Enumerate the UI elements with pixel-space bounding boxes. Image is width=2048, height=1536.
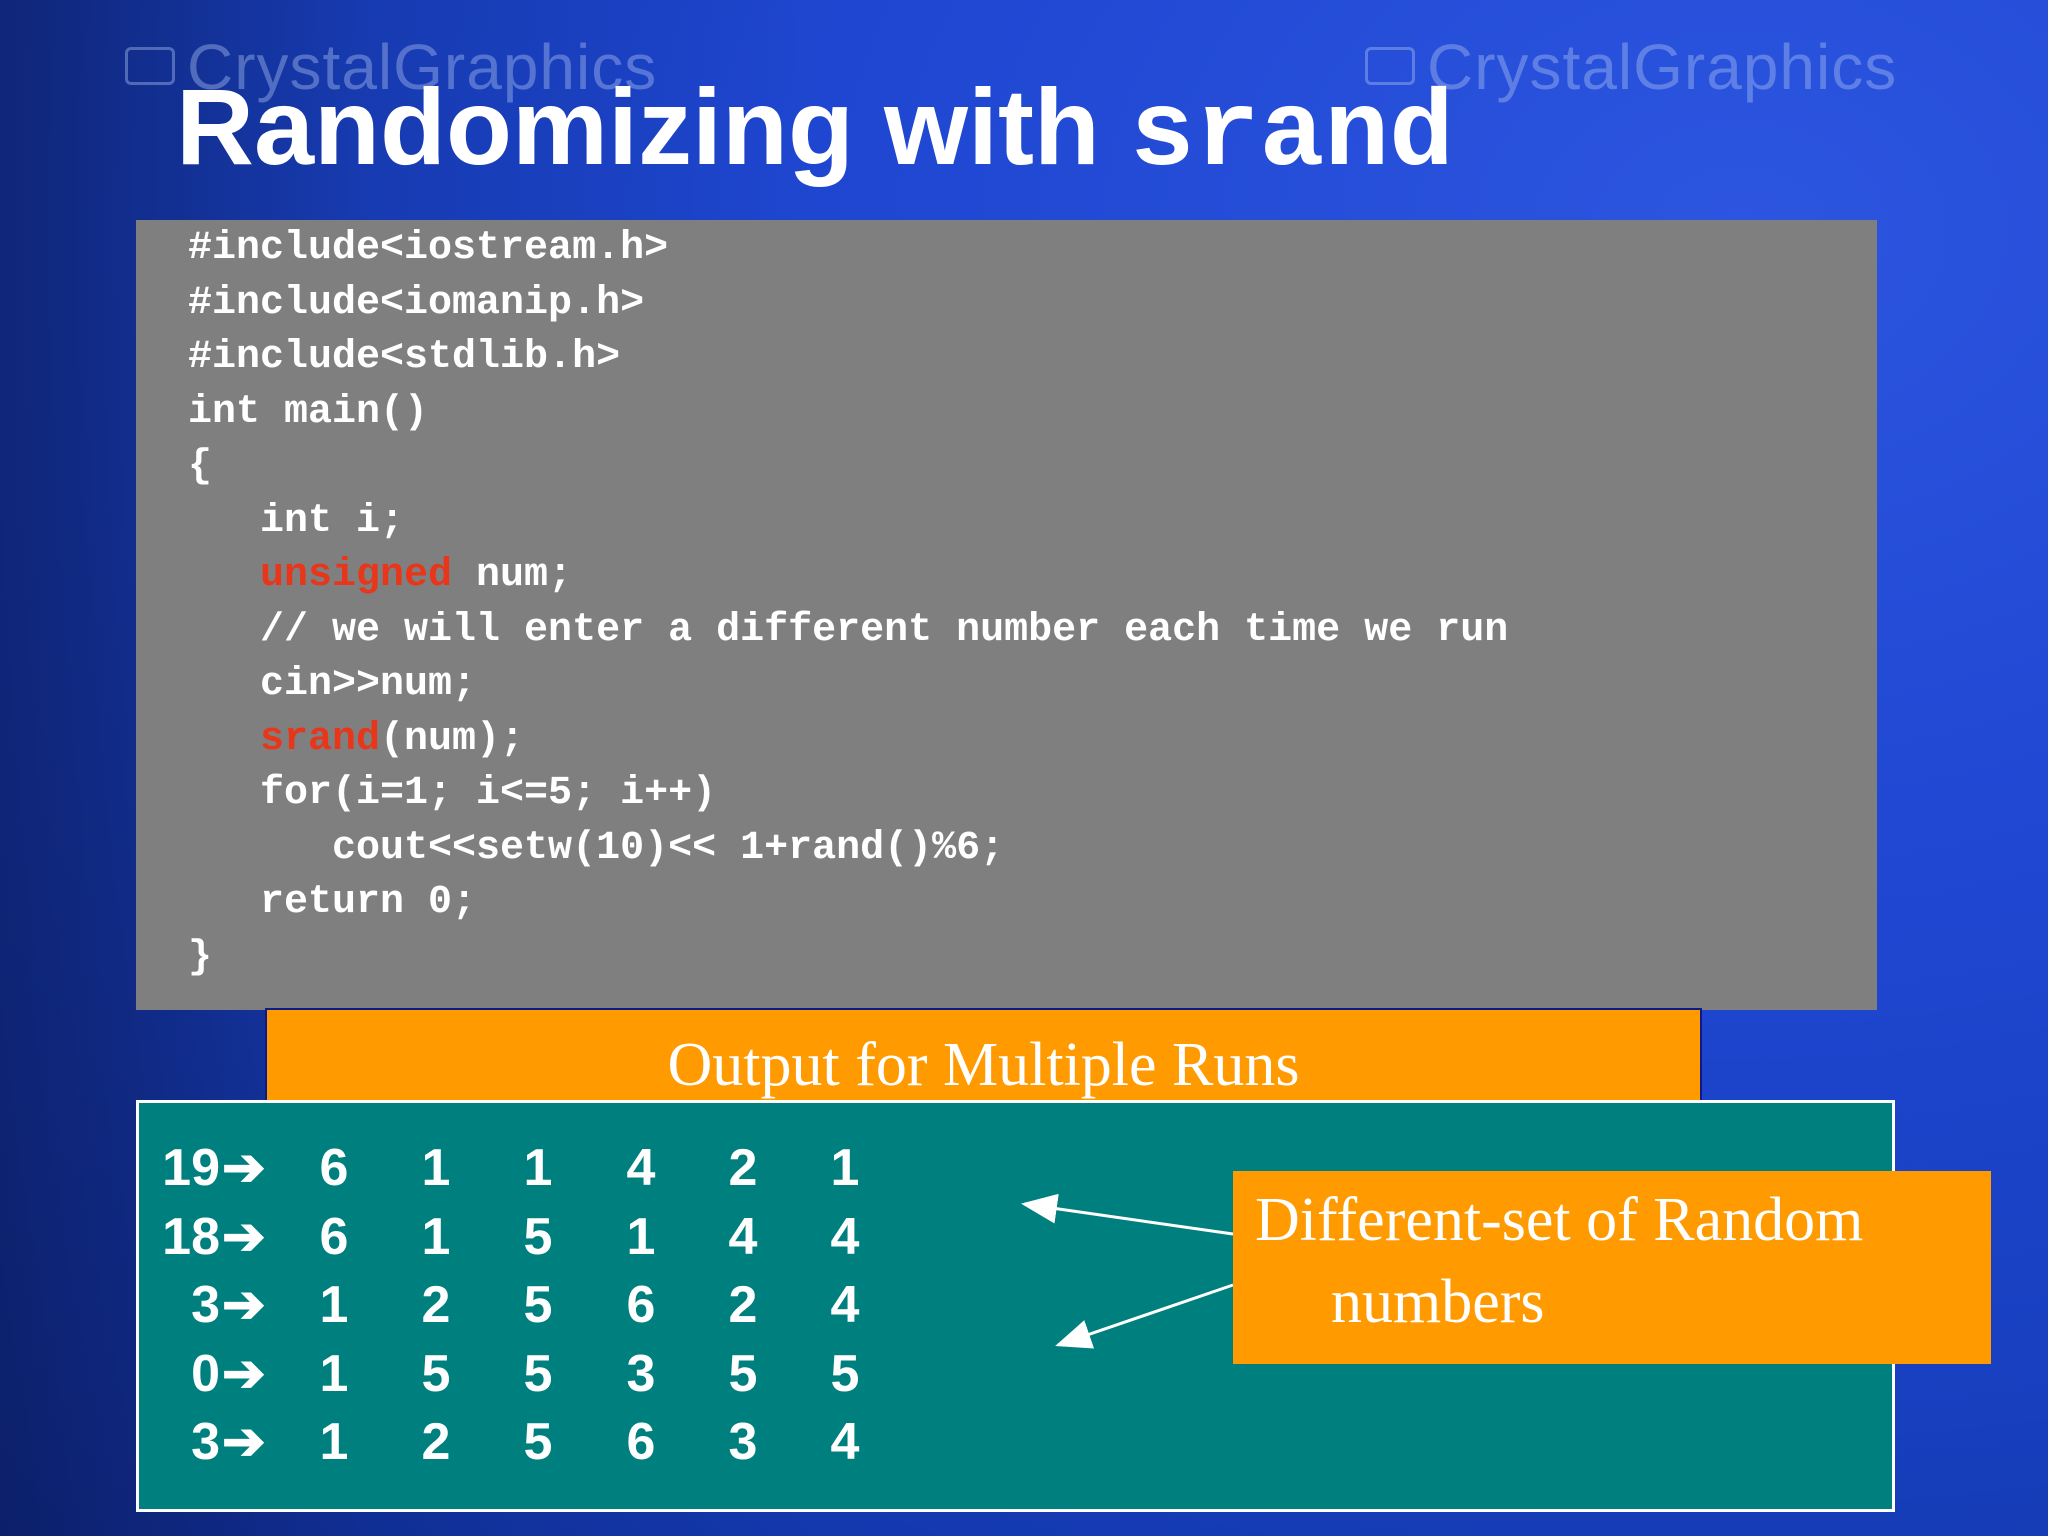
callout-arrow-upper	[1021, 1193, 1234, 1236]
code-line: int i;	[188, 495, 1508, 550]
run-value: 4	[830, 1207, 860, 1266]
code-text: int i;	[188, 498, 405, 544]
run-value: 2	[728, 1276, 758, 1334]
run-value: 5	[523, 1344, 553, 1403]
code-keyword: unsigned	[260, 553, 453, 598]
code-text: {	[188, 444, 213, 489]
code-keyword: srand	[260, 716, 381, 762]
run-value: 6	[319, 1139, 349, 1197]
code-line: cout<<setw(10)<< 1+rand()%6;	[188, 822, 1508, 877]
run-value: 1	[319, 1276, 349, 1334]
code-block: #include<iostream.h> #include<iomanip.h> #…	[188, 222, 1508, 985]
code-text: cin>>num;	[188, 662, 477, 707]
run-seed: 18	[162, 1207, 220, 1266]
run-seed: 3	[191, 1276, 220, 1334]
code-text: (num);	[380, 716, 525, 762]
run-value: 4	[830, 1413, 860, 1471]
run-value: 5	[421, 1344, 451, 1403]
run-value: 4	[830, 1276, 860, 1334]
run-value: 1	[523, 1139, 553, 1197]
code-line: }	[188, 931, 1508, 986]
run-value: 5	[523, 1276, 553, 1334]
run-value: 6	[319, 1207, 349, 1266]
callout-line-1: Different-set of Random	[1255, 1186, 1864, 1254]
code-text: int main()	[188, 389, 429, 435]
code-text: for(i=1; i<=5; i++)	[188, 771, 717, 816]
run-value: 5	[728, 1344, 758, 1403]
code-text: #include<stdlib.h>	[188, 335, 621, 380]
code-line: #include<stdlib.h>	[188, 331, 1508, 386]
run-value: 1	[319, 1344, 349, 1403]
code-text: cout<<setw(10)<< 1+rand()%6;	[188, 825, 1005, 871]
arrow-right-icon: ➔	[222, 1276, 266, 1334]
title-code: srand	[1129, 75, 1454, 197]
arrow-right-icon: ➔	[222, 1139, 266, 1197]
watermark-top-left: CrystalGraphics	[125, 30, 657, 104]
code-text: #include<iostream.h>	[188, 226, 669, 271]
run-value: 5	[523, 1207, 553, 1266]
code-text: num;	[452, 553, 573, 598]
run-value: 1	[421, 1139, 451, 1197]
code-text: }	[188, 934, 213, 980]
callout-line-2: numbers	[1331, 1268, 1545, 1336]
run-seed: 3	[191, 1413, 220, 1471]
title-text: Randomizing with	[176, 66, 1130, 187]
code-line: // we will enter a different number each…	[188, 604, 1508, 659]
code-line: srand(num);	[188, 713, 1508, 768]
run-value: 5	[523, 1413, 553, 1471]
run-value: 5	[830, 1344, 860, 1403]
run-seed: 0	[191, 1344, 220, 1403]
code-line: int main()	[188, 386, 1508, 441]
run-value: 3	[626, 1344, 656, 1403]
run-value: 1	[830, 1139, 860, 1197]
run-value: 2	[421, 1276, 451, 1334]
run-value: 4	[728, 1207, 758, 1266]
run-value: 2	[728, 1139, 758, 1197]
arrow-right-icon: ➔	[222, 1207, 266, 1266]
run-value: 6	[626, 1276, 656, 1334]
run-value: 1	[421, 1207, 451, 1266]
run-seed: 19	[162, 1139, 220, 1197]
arrow-right-icon: ➔	[222, 1344, 266, 1403]
arrow-right-icon: ➔	[222, 1413, 266, 1471]
run-value: 6	[626, 1413, 656, 1471]
code-line: unsigned num;	[188, 549, 1508, 604]
code-line: #include<iomanip.h>	[188, 277, 1508, 332]
run-value: 1	[626, 1207, 656, 1266]
slide-title: Randomizing with srand	[176, 62, 1454, 201]
callout-arrow-lower	[1055, 1283, 1234, 1349]
run-value: 2	[421, 1413, 451, 1471]
code-line: for(i=1; i<=5; i++)	[188, 767, 1508, 822]
run-value: 3	[728, 1413, 758, 1471]
code-line: return 0;	[188, 876, 1508, 931]
callout-box: Different-set of Random numbers	[1233, 1171, 1991, 1364]
brand-logo-icon	[1365, 47, 1415, 86]
code-line: #include<iostream.h>	[188, 222, 1508, 277]
code-panel	[136, 220, 1877, 1010]
code-line: cin>>num;	[188, 658, 1508, 713]
run-value: 1	[319, 1413, 349, 1471]
code-line: {	[188, 440, 1508, 495]
code-text: return 0;	[188, 880, 477, 925]
brand-logo-icon	[125, 47, 175, 86]
code-text: #include<iomanip.h>	[188, 280, 645, 326]
run-value: 4	[626, 1139, 656, 1197]
watermark-top-right: CrystalGraphics	[1365, 30, 1897, 104]
code-text: // we will enter a different number each…	[188, 607, 1509, 653]
